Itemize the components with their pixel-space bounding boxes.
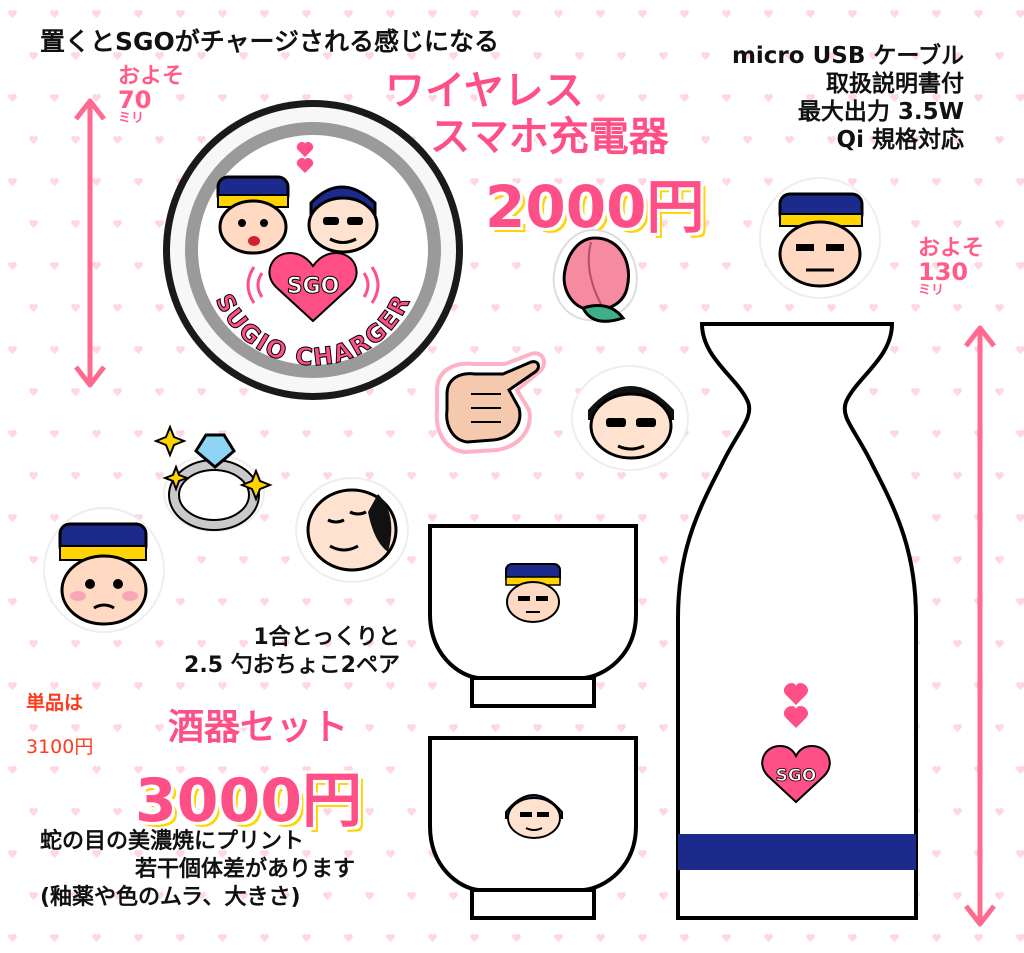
size-note-unit: ミリ: [918, 283, 945, 298]
arrow-icon: [74, 98, 106, 388]
face-icon: [505, 794, 563, 839]
single-price-label: 単品は: [26, 692, 84, 714]
sake-cup: [428, 736, 638, 920]
pointing-hand-icon: [434, 351, 547, 455]
note-line: (釉薬や色のムラ、大きさ): [40, 885, 301, 910]
charger-size-note: およそ 70 ミリ: [118, 64, 185, 126]
spec-item: Qi 規格対応: [836, 127, 964, 153]
charger-spec-list: micro USB ケーブル 取扱説明書付 最大出力 3.5W Qi 規格対応: [732, 42, 964, 154]
arrow-icon: [964, 325, 996, 927]
charger-title-line2: スマホ充電器: [430, 114, 669, 160]
face-icon: [295, 477, 409, 583]
face-icon: [759, 177, 881, 299]
face-icon: [43, 507, 165, 633]
spec-item: micro USB ケーブル: [731, 43, 964, 69]
sake-set-desc: 1合とっくりと 2.5 勺おちょこ2ペア: [110, 624, 400, 680]
sake-set-notes: 蛇の目の美濃焼にプリント 若干個体差があります (釉薬や色のムラ、大きさ): [40, 828, 355, 912]
size-note-label: およそ: [918, 236, 985, 261]
face-icon: [505, 563, 561, 623]
sake-set-title: 酒器セット: [168, 707, 349, 748]
face-icon: [307, 185, 379, 254]
heart-icon: [296, 142, 314, 173]
size-note-value: 130: [918, 258, 969, 286]
face-icon: [571, 365, 689, 471]
spec-item: 最大出力 3.5W: [797, 99, 964, 125]
single-price-value: 3100円: [26, 736, 94, 758]
note-line: 蛇の目の美濃焼にプリント: [40, 829, 305, 854]
sake-cup: [428, 524, 638, 708]
tagline: 置くとSGOがチャージされる感じになる: [40, 27, 500, 56]
face-icon: [216, 175, 290, 255]
sake-set-price: 3000円: [135, 766, 362, 836]
charger-title-line1: ワイヤレス: [385, 68, 584, 114]
size-note-value: 70: [118, 86, 152, 114]
bottle-size-note: およそ 130 ミリ: [918, 236, 985, 298]
heart-icon: [783, 683, 809, 728]
ring-icon: [153, 424, 273, 532]
bottle-badge-text: SGO: [776, 766, 817, 786]
wireless-charger-pad: SGO SUGIO CHARGER: [163, 100, 463, 400]
size-note-unit: ミリ: [118, 111, 145, 126]
spec-item: 取扱説明書付: [826, 71, 964, 97]
sake-desc-line1: 1合とっくりと: [253, 625, 400, 650]
peach-icon: [552, 228, 638, 323]
note-line: 若干個体差があります: [135, 857, 356, 882]
size-note-label: およそ: [118, 64, 185, 89]
sake-bottle: SGO: [676, 322, 918, 920]
sgo-badge-text: SGO: [287, 274, 340, 299]
sake-desc-line2: 2.5 勺おちょこ2ペア: [184, 653, 400, 678]
